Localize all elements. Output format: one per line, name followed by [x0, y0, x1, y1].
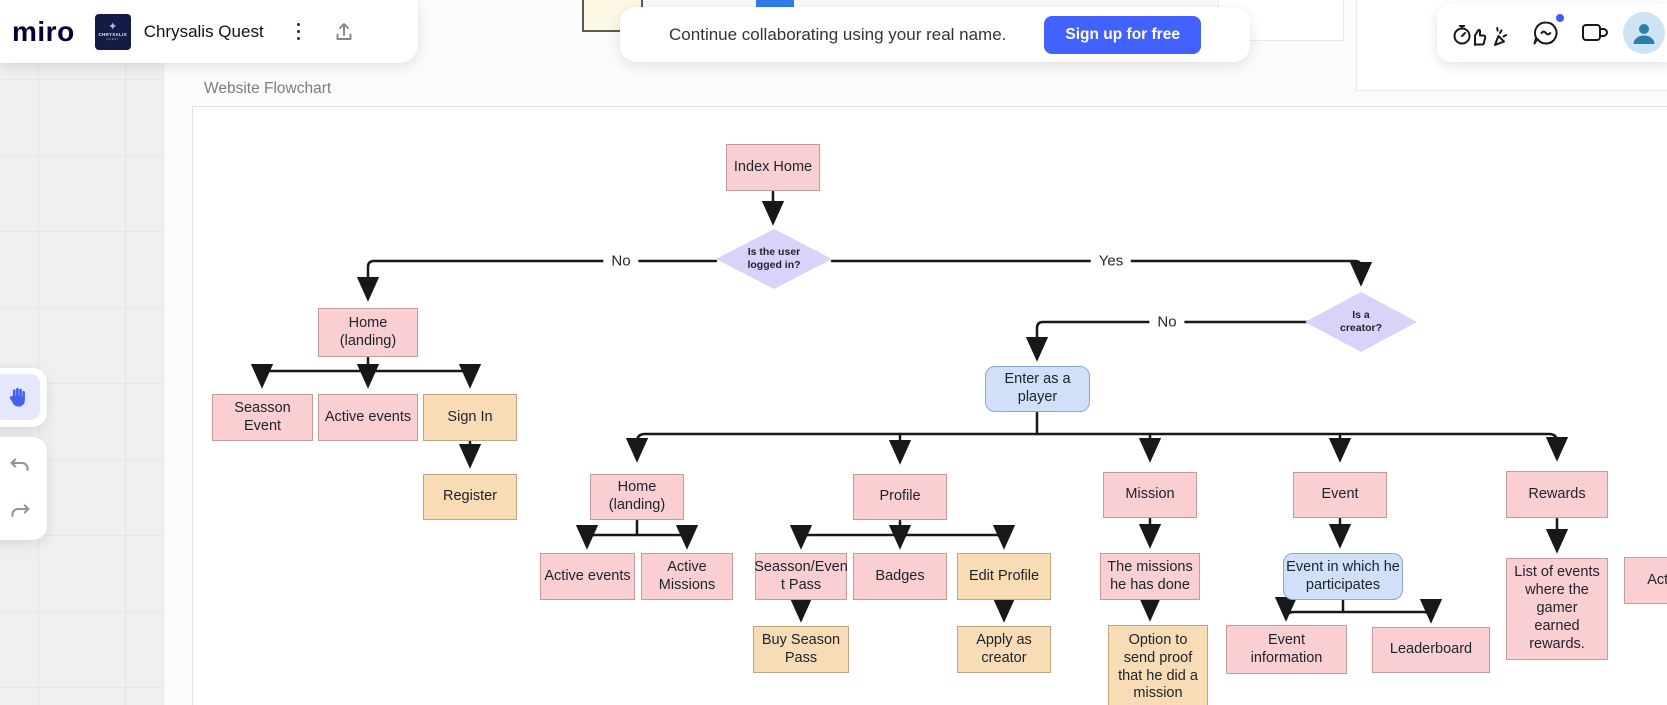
flow-node-apply-as-creator[interactable]: Apply as creator: [957, 626, 1051, 673]
board-thumbnail-subtext: QUEST: [106, 37, 120, 41]
flow-node-rewards[interactable]: Rewards: [1506, 471, 1608, 518]
history-panel: [0, 437, 47, 540]
flow-node-event[interactable]: Event: [1293, 472, 1387, 518]
flow-node-profile[interactable]: Profile: [853, 474, 947, 520]
undo-icon: [10, 458, 29, 472]
flow-node-badges[interactable]: Badges: [853, 553, 947, 600]
flow-node-buy-season-pass[interactable]: Buy Season Pass: [753, 626, 849, 673]
export-icon[interactable]: [332, 20, 356, 44]
flow-node-rewards-list[interactable]: List of events where the gamer earned re…: [1506, 558, 1608, 660]
flow-node-event-information[interactable]: Event information: [1226, 625, 1347, 674]
collaboration-toolbar: [1437, 3, 1667, 62]
board-title[interactable]: Chrysalis Quest: [143, 21, 264, 41]
undo-button[interactable]: [3, 449, 37, 483]
hand-tool-button[interactable]: [0, 374, 40, 420]
flow-node-leaderboard[interactable]: Leaderboard: [1372, 627, 1490, 673]
flow-node-option-send-proof[interactable]: Option to send proof that he did a missi…: [1108, 625, 1208, 705]
adjacent-frame-grid: [0, 0, 164, 705]
redo-icon: [11, 504, 30, 518]
flow-node-seasson-event-pass[interactable]: Seasson/Even t Pass: [754, 553, 848, 600]
flow-node-missions-done[interactable]: The missions he has done: [1100, 553, 1200, 600]
blue-shape-partial[interactable]: [756, 0, 794, 9]
edge-label-no-1[interactable]: No: [603, 252, 639, 270]
edge-label-yes[interactable]: Yes: [1090, 252, 1132, 270]
notification-dot: [1556, 13, 1564, 22]
flow-node-index-home[interactable]: Index Home: [726, 144, 820, 191]
banner-message: Continue collaborating using your real n…: [669, 24, 1007, 44]
redo-button[interactable]: [3, 495, 37, 529]
frame-title[interactable]: Website Flowchart: [204, 80, 332, 97]
flow-node-edit-profile[interactable]: Edit Profile: [957, 553, 1051, 600]
flow-node-seasson-event[interactable]: Seasson Event: [212, 394, 313, 441]
flow-node-enter-as-player[interactable]: Enter as a player: [985, 366, 1090, 412]
tool-panel: [0, 368, 47, 427]
board-thumbnail-emblem-icon: ✦: [108, 21, 118, 33]
miro-logo[interactable]: miro: [12, 15, 75, 47]
board-thumbnail-text: CHRYSALIS: [98, 32, 127, 37]
sign-up-button[interactable]: Sign up for free: [1044, 15, 1201, 54]
flow-node-register[interactable]: Register: [423, 474, 517, 520]
comments-icon[interactable]: [1531, 13, 1564, 48]
flow-node-active-events-1[interactable]: Active events: [318, 394, 418, 441]
edge-label-no-2[interactable]: No: [1149, 313, 1185, 331]
hand-icon: [9, 387, 25, 407]
reactions-icon[interactable]: [1453, 16, 1511, 50]
board-thumbnail[interactable]: ✦ CHRYSALIS QUEST: [94, 13, 131, 50]
flow-node-home-landing-1[interactable]: Home (landing): [318, 308, 418, 357]
flow-node-home-landing-2[interactable]: Home (landing): [590, 474, 684, 520]
user-avatar[interactable]: [1623, 11, 1665, 54]
flow-node-active-events-2[interactable]: Active events: [540, 553, 635, 600]
flow-node-sign-in[interactable]: Sign In: [423, 394, 517, 441]
flow-node-active-partial[interactable]: Active: [1624, 557, 1667, 604]
video-chat-icon[interactable]: [1581, 21, 1611, 45]
board-header-panel: miro ✦ CHRYSALIS QUEST Chrysalis Quest: [0, 0, 418, 63]
flow-node-active-missions[interactable]: Active Missions: [641, 553, 733, 600]
flow-node-mission[interactable]: Mission: [1103, 472, 1197, 518]
board-menu-kebab-icon[interactable]: [291, 17, 307, 47]
signup-banner: Continue collaborating using your real n…: [620, 7, 1250, 62]
flow-node-event-participates[interactable]: Event in which he participates: [1283, 553, 1403, 600]
